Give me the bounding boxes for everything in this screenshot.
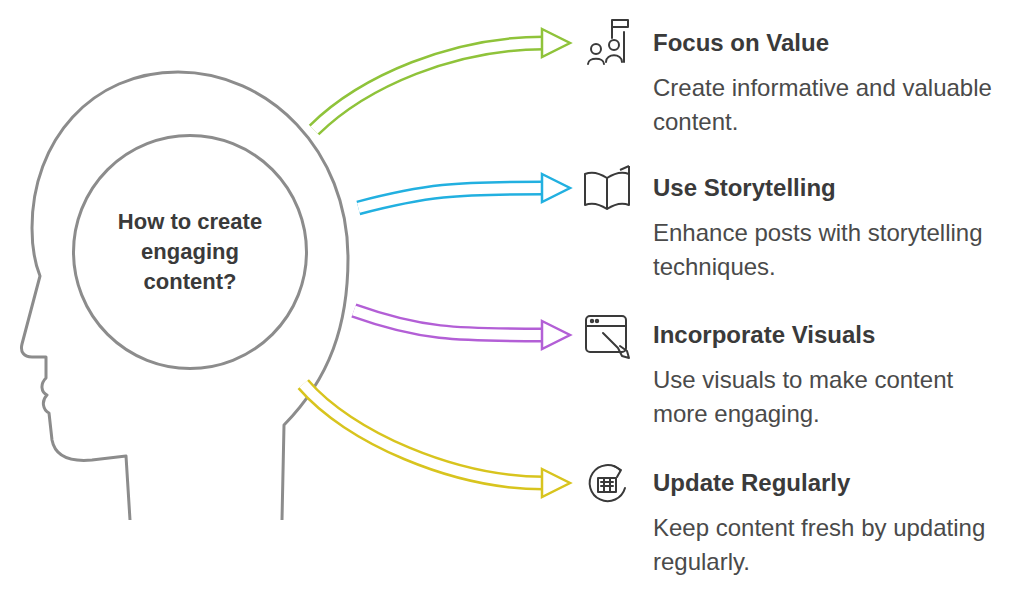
item-description: Enhance posts with storytelling techniqu… <box>653 216 993 284</box>
item-description: Create informative and valuable content. <box>653 71 993 139</box>
text-group: Incorporate VisualsUse visuals to make c… <box>653 319 998 431</box>
center-circle: How to create engaging content? <box>72 134 308 370</box>
book-icon <box>585 166 629 209</box>
item-heading: Use Storytelling <box>653 172 998 204</box>
visual-icon <box>586 316 629 358</box>
arrow-body <box>303 384 544 483</box>
center-question: How to create engaging content? <box>100 207 280 297</box>
arrow-outline <box>354 311 544 335</box>
text-group: Focus on ValueCreate informative and val… <box>653 27 998 139</box>
text-group: Update RegularlyKeep content fresh by up… <box>653 467 998 579</box>
arrow-outline <box>358 188 544 208</box>
item-description: Keep content fresh by updating regularly… <box>653 511 993 579</box>
arrow-body <box>314 43 544 130</box>
text-group: Use StorytellingEnhance posts with story… <box>653 172 998 284</box>
block-arrow <box>354 311 570 349</box>
arrow-body <box>354 311 544 335</box>
block-arrow <box>314 29 570 130</box>
item-description: Use visuals to make content more engagin… <box>653 363 993 431</box>
idea-item: Update RegularlyKeep content fresh by up… <box>578 467 998 579</box>
item-heading: Update Regularly <box>653 467 998 499</box>
value-icon <box>588 20 628 64</box>
idea-item: Incorporate VisualsUse visuals to make c… <box>578 319 998 431</box>
arrow-outline <box>314 43 544 130</box>
arrow-body <box>358 188 544 208</box>
item-heading: Focus on Value <box>653 27 998 59</box>
idea-item: Use StorytellingEnhance posts with story… <box>578 172 998 284</box>
update-icon <box>590 465 625 501</box>
idea-item: Focus on ValueCreate informative and val… <box>578 27 998 139</box>
arrow-head <box>542 469 570 497</box>
arrow-head <box>542 321 570 349</box>
arrow-head <box>542 29 570 57</box>
item-heading: Incorporate Visuals <box>653 319 998 351</box>
arrow-outline <box>303 384 544 483</box>
block-arrow <box>358 174 570 208</box>
head-outline <box>21 72 348 520</box>
block-arrow <box>303 384 570 497</box>
arrow-head <box>542 174 570 202</box>
text-group: How to create engaging content? <box>100 207 280 297</box>
